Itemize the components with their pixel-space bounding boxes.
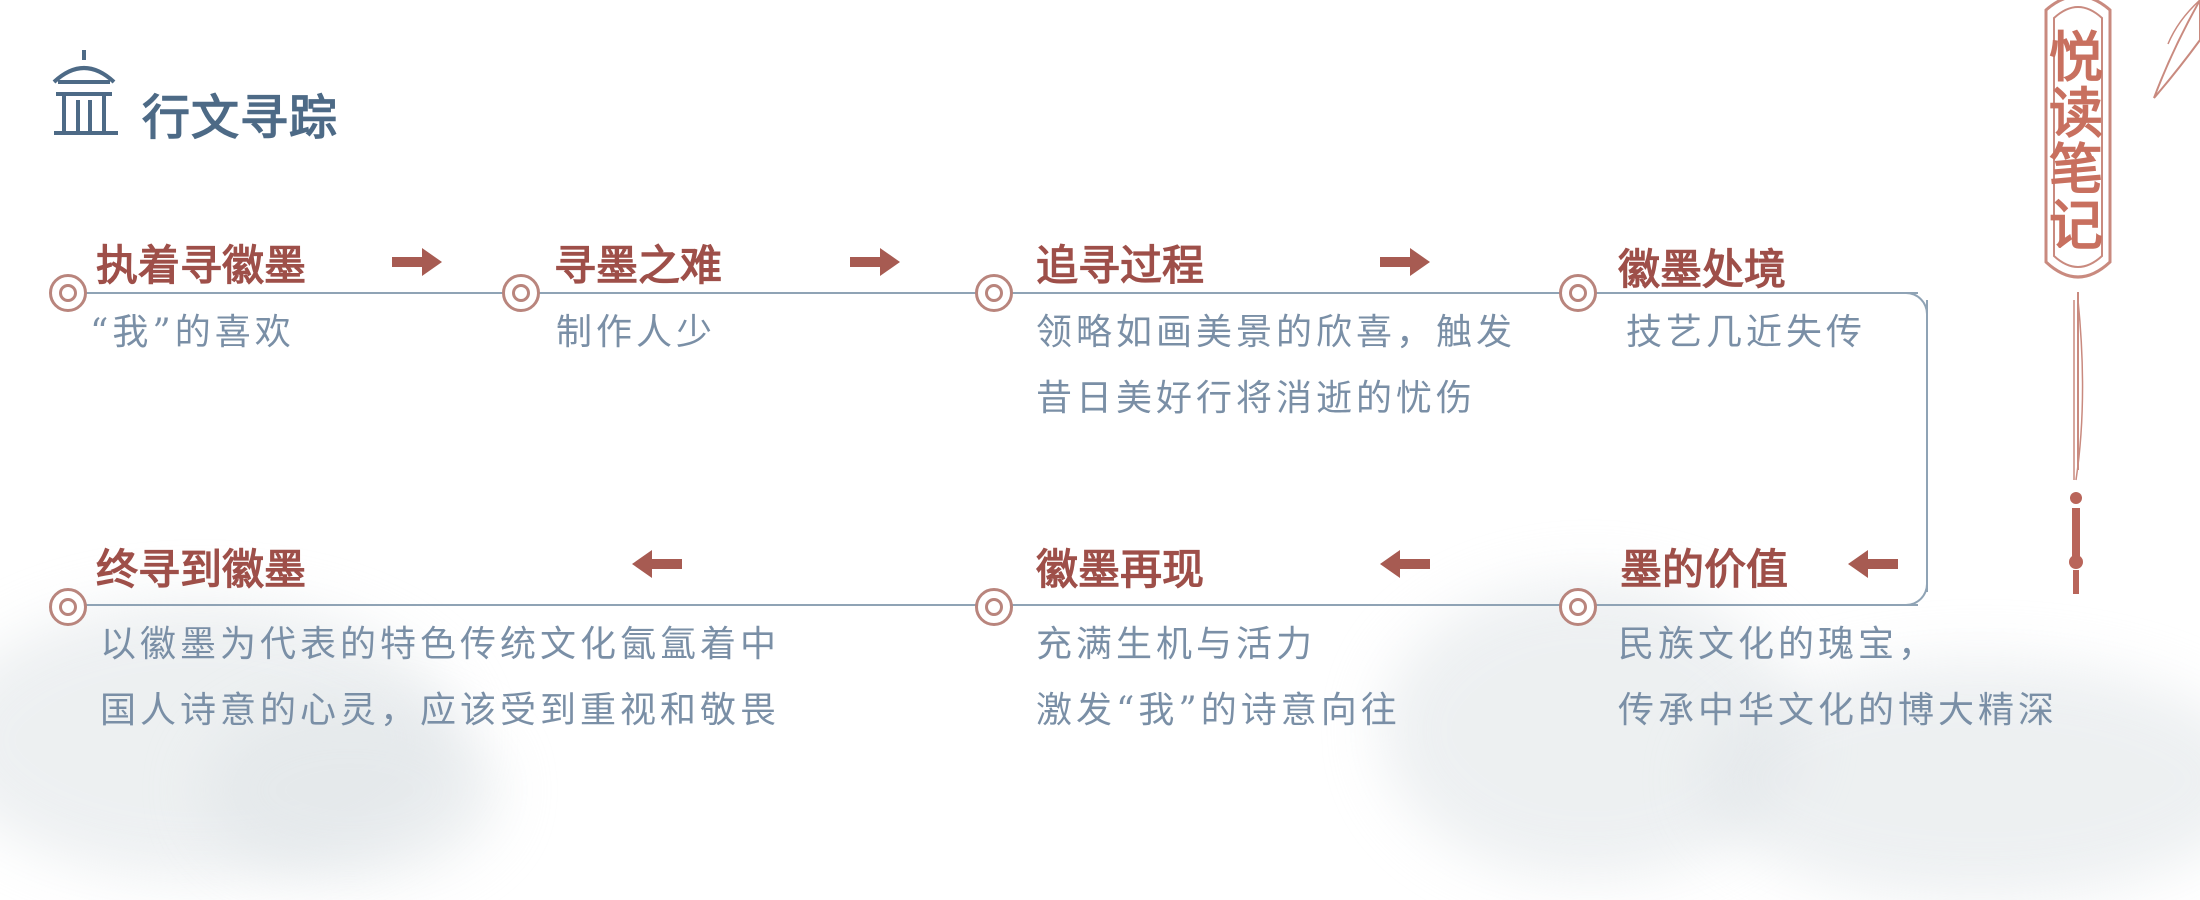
step-description: 以徽墨为代表的特色传统文化氤氲着中 国人诗意的心灵，应该受到重视和敬畏 xyxy=(100,612,780,744)
timeline-node-7 xyxy=(49,588,87,626)
step-description-line: 昔日美好行将消逝的忧伤 xyxy=(1036,366,1516,432)
arrow-right-icon xyxy=(392,248,442,276)
timeline-node-4 xyxy=(1559,274,1597,312)
arrow-left-icon xyxy=(1380,550,1430,578)
step-description-line: 民族文化的瑰宝， xyxy=(1618,612,2058,678)
step-description-line: 领略如画美景的欣喜，触发 xyxy=(1036,300,1516,366)
step-title: 执着寻徽墨 xyxy=(96,232,306,293)
bamboo-leaf-icon xyxy=(2148,0,2200,100)
step-description-line: 制作人少 xyxy=(556,300,716,366)
step-description-line: 以徽墨为代表的特色传统文化氤氲着中 xyxy=(100,612,780,678)
timeline-node-3 xyxy=(975,274,1013,312)
arrow-left-icon xyxy=(1848,550,1898,578)
arrow-left-icon xyxy=(632,550,682,578)
step-description: 技艺几近失传 xyxy=(1626,300,1866,366)
step-title: 寻墨之难 xyxy=(554,232,722,293)
step-title: 追寻过程 xyxy=(1036,232,1204,293)
step-description-line: 激发“我”的诗意向往 xyxy=(1036,678,1401,744)
timeline-node-5 xyxy=(1559,588,1597,626)
page-title: 行文寻踪 xyxy=(142,78,338,148)
step-description: 制作人少 xyxy=(556,300,716,366)
step-description-line: “我”的喜欢 xyxy=(90,300,295,366)
step-description: “我”的喜欢 xyxy=(90,300,295,366)
arrow-right-icon xyxy=(850,248,900,276)
timeline-corner-bottom xyxy=(1904,582,1928,606)
step-title: 墨的价值 xyxy=(1620,536,1788,597)
timeline-corner-top xyxy=(1904,292,1928,316)
step-description: 充满生机与活力 激发“我”的诗意向往 xyxy=(1036,612,1401,744)
step-title: 终寻到徽墨 xyxy=(96,536,306,597)
timeline-node-6 xyxy=(975,588,1013,626)
step-description-line: 技艺几近失传 xyxy=(1626,300,1866,366)
pavilion-icon xyxy=(50,48,118,136)
timeline-node-2 xyxy=(502,274,540,312)
step-title: 徽墨再现 xyxy=(1036,536,1204,597)
arrow-right-icon xyxy=(1380,248,1430,276)
step-title: 徽墨处境 xyxy=(1618,236,1786,297)
step-description-line: 传承中华文化的博大精深 xyxy=(1618,678,2058,744)
step-description: 领略如画美景的欣喜，触发 昔日美好行将消逝的忧伤 xyxy=(1036,300,1516,432)
step-description-line: 充满生机与活力 xyxy=(1036,612,1401,678)
step-description: 民族文化的瑰宝， 传承中华文化的博大精深 xyxy=(1618,612,2058,744)
timeline-node-1 xyxy=(49,274,87,312)
badge-title: 悦读笔记 xyxy=(2041,30,2111,254)
step-description-line: 国人诗意的心灵，应该受到重视和敬畏 xyxy=(100,678,780,744)
timeline-right-connector xyxy=(1926,300,1928,592)
